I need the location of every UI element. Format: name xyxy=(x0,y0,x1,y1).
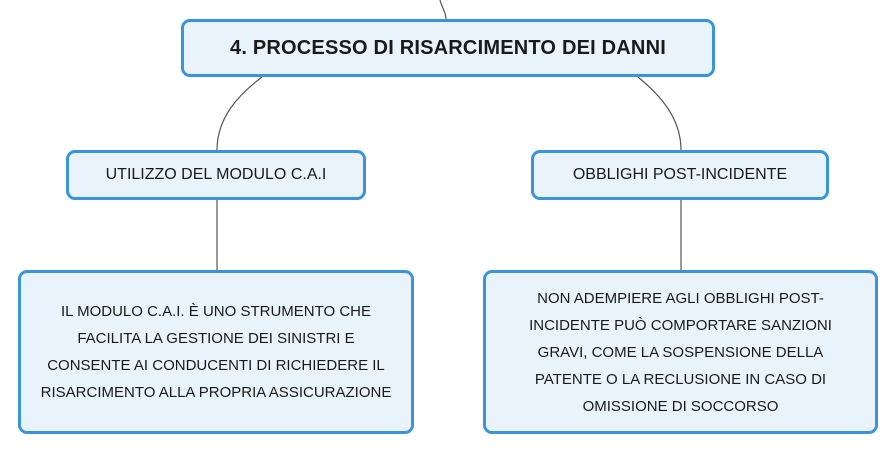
connector-parent-to-root xyxy=(439,0,447,20)
detail-text-modulo-cai: IL MODULO C.A.I. È UNO STRUMENTO CHE FAC… xyxy=(40,303,392,401)
branch-label-obblighi-post-incidente: OBBLIGHI POST-INCIDENTE xyxy=(572,166,788,183)
branch-node-obblighi-post-incidente[interactable]: OBBLIGHI POST-INCIDENTE xyxy=(531,150,829,200)
root-topic-label: 4. PROCESSO DI RISARCIMENTO DEI DANNI xyxy=(230,36,666,59)
detail-node-modulo-cai[interactable]: IL MODULO C.A.I. È UNO STRUMENTO CHE FAC… xyxy=(18,270,414,434)
branch-node-modulo-cai[interactable]: UTILIZZO DEL MODULO C.A.I xyxy=(66,150,366,200)
detail-node-obblighi-post-incidente[interactable]: NON ADEMPIERE AGLI OBBLIGHI POST-INCIDEN… xyxy=(483,270,878,434)
connector-root-to-left-branch xyxy=(216,76,263,151)
root-topic-node[interactable]: 4. PROCESSO DI RISARCIMENTO DEI DANNI xyxy=(181,19,715,77)
branch-label-modulo-cai: UTILIZZO DEL MODULO C.A.I xyxy=(105,166,327,183)
detail-text-obblighi-post-incidente: NON ADEMPIERE AGLI OBBLIGHI POST-INCIDEN… xyxy=(529,289,832,415)
connector-root-to-right-branch xyxy=(637,76,682,151)
